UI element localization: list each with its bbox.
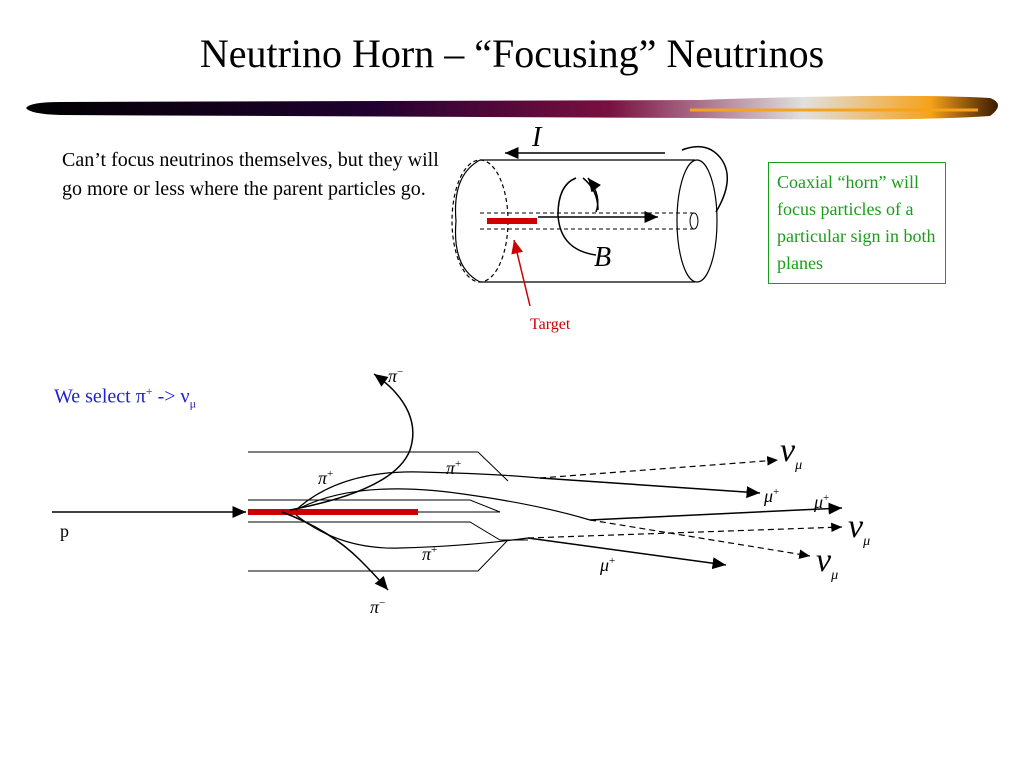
pi-plus-label-lower: π+ bbox=[422, 544, 438, 564]
page-title: Neutrino Horn – “Focusing” Neutrinos bbox=[199, 31, 825, 76]
pi-minus-label-top: π− bbox=[388, 366, 404, 386]
pi-plus-label-left: π+ bbox=[318, 468, 334, 488]
selection-text: We select π+ -> νμ bbox=[54, 384, 197, 411]
target-label: Target bbox=[530, 316, 571, 333]
nu-mu-label-lower: νμ bbox=[816, 542, 839, 583]
field-label: B bbox=[594, 242, 612, 273]
nu-mu-label-upper: νμ bbox=[780, 432, 803, 473]
mu-plus-label-upper: μ+ bbox=[764, 486, 780, 506]
nu-mu-label-middle: νμ bbox=[848, 508, 871, 549]
mu-plus-label-lower: μ+ bbox=[600, 555, 616, 575]
current-label: I bbox=[532, 122, 542, 153]
horn-callout: Coaxial “horn” will focus particles of a… bbox=[768, 162, 946, 284]
pi-plus-label-upper: π+ bbox=[446, 458, 462, 478]
mu-plus-label-right: μ+ bbox=[814, 492, 830, 512]
proton-label: p bbox=[60, 521, 69, 541]
pi-minus-label-bottom: π− bbox=[370, 597, 386, 617]
explanation-text: Can’t focus neutrinos themselves, but th… bbox=[62, 149, 439, 200]
